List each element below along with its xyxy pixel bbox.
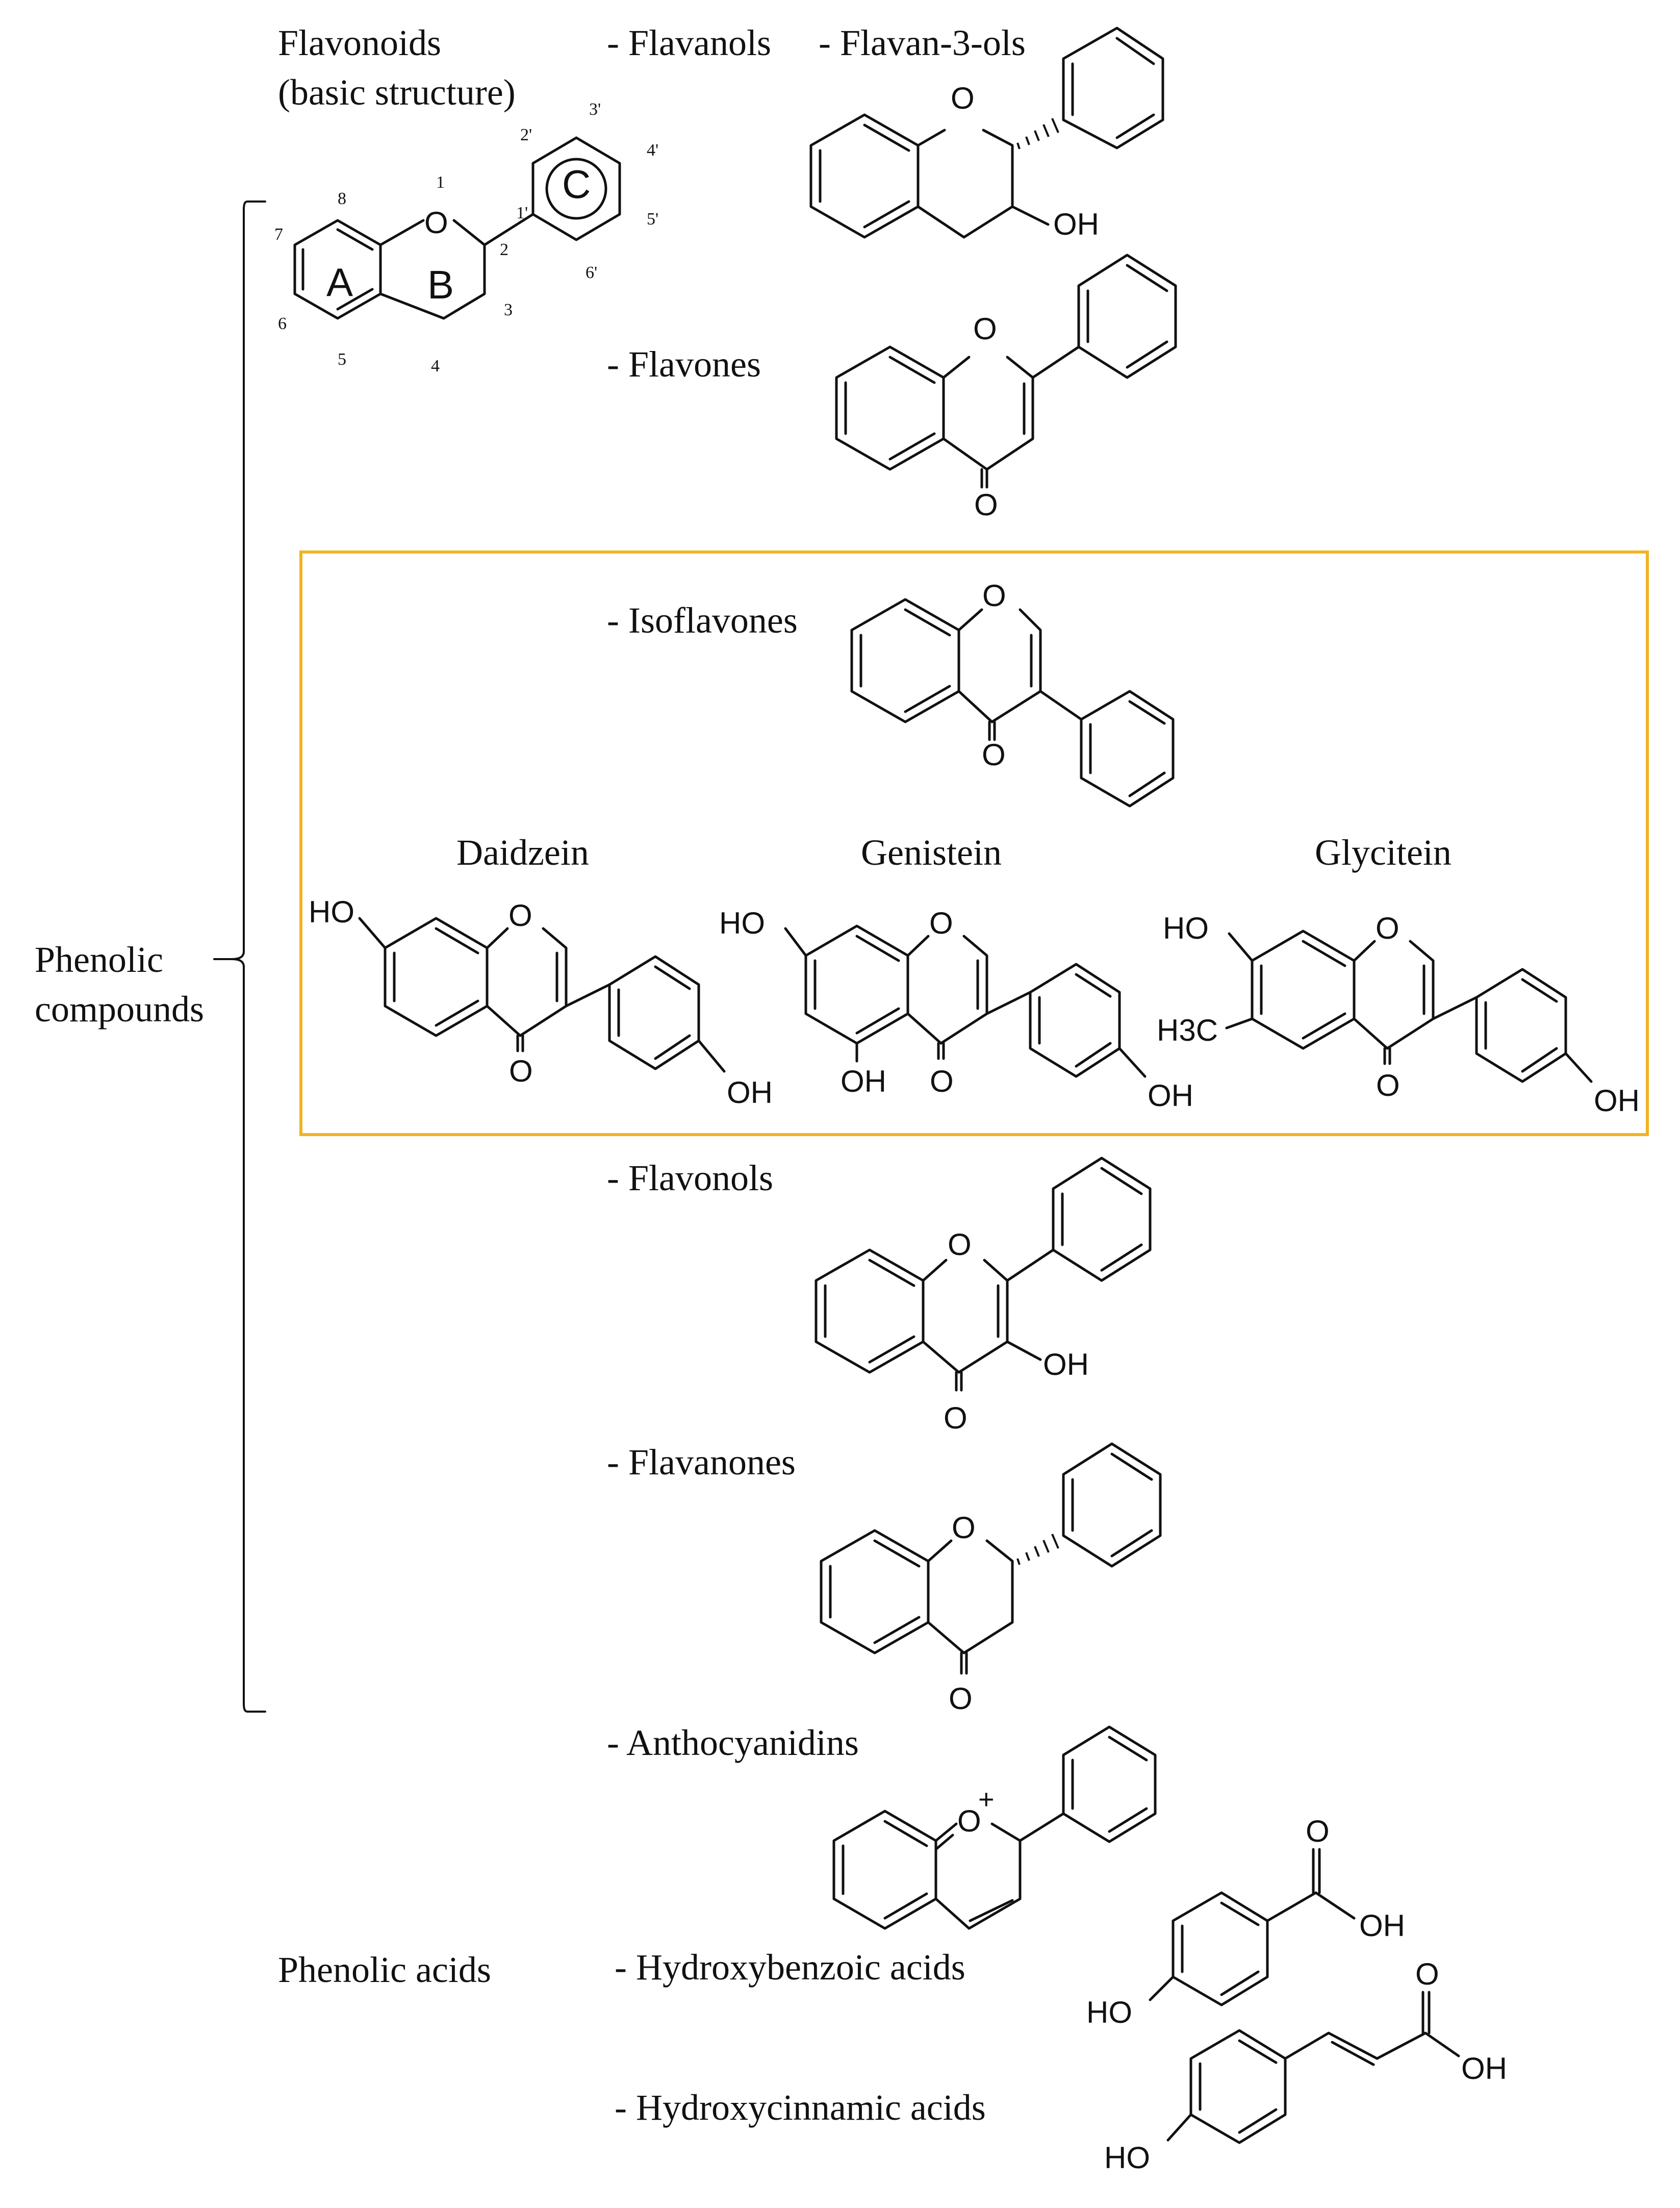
class-label-isoflavones: - Isoflavones [607, 600, 798, 641]
atom-OH: OH [1148, 1078, 1193, 1113]
position-number-6-prime: 6' [586, 263, 597, 282]
phenolic-compounds-label-line1: Phenolic [35, 939, 163, 980]
flavonoids-title: Flavonoids [278, 22, 441, 63]
ring-label-a: A [326, 260, 353, 305]
structure-flavanone: O O [820, 1442, 1162, 1716]
position-number-2-prime: 2' [520, 126, 532, 144]
structure-daidzein: HO O O OH [309, 895, 773, 1110]
atom-HO: HO [1086, 1995, 1132, 2029]
basic-structure-subtitle: (basic structure) [278, 72, 516, 113]
position-number-7: 7 [274, 225, 283, 244]
position-number-3: 3 [504, 300, 513, 319]
atom-HO: HO [309, 895, 354, 929]
atom-O: O [949, 1682, 973, 1716]
structure-flavone: O O [835, 254, 1177, 522]
position-number-3-prime: 3' [589, 100, 601, 119]
atom-O: O [929, 906, 953, 940]
structure-hydroxycinnamic-acid: HO O OH [1104, 1957, 1507, 2175]
compound-name-glycitein: Glycitein [1315, 832, 1452, 873]
class-label-flavanols: - Flavanols [607, 22, 771, 63]
atom-O: O [1415, 1957, 1439, 1991]
structure-flavonoid-basic: O A B C 1 2 3 4 5 6 7 8 1' 2' 3' 4' 5' 6… [274, 100, 658, 375]
atom-OH: OH [1594, 1084, 1640, 1118]
atom-HO: HO [1104, 2141, 1150, 2175]
atom-O: O [974, 488, 998, 522]
atom-plus-charge: + [978, 1784, 995, 1815]
phenolic-acids-label: Phenolic acids [278, 1949, 491, 1990]
class-label-flavanones: - Flavanones [607, 1442, 796, 1483]
ring-label-c: C [562, 162, 591, 207]
structure-anthocyanidin: O + [832, 1725, 1157, 1930]
position-number-2: 2 [500, 240, 508, 259]
position-number-8: 8 [338, 189, 346, 208]
atom-H3C: H3C [1157, 1013, 1218, 1047]
ring-label-b: B [427, 262, 454, 307]
atom-O: O [1376, 1068, 1400, 1102]
atom-O: O [508, 898, 532, 933]
atom-O: O [952, 1511, 976, 1545]
structure-genistein: HO O OH O OH [719, 906, 1193, 1113]
atom-O: O [973, 312, 997, 346]
atom-O: O [944, 1401, 968, 1435]
structure-isoflavone: O O [850, 579, 1175, 808]
atom-O: O [948, 1227, 972, 1262]
atom-HO: HO [1163, 911, 1209, 945]
position-number-5: 5 [338, 350, 346, 369]
atom-OH: OH [1359, 1909, 1405, 1943]
structure-glycitein: HO H3C O O OH [1157, 911, 1640, 1118]
position-number-4: 4 [431, 357, 440, 375]
structure-hydroxybenzoic-acid: HO O OH [1086, 1814, 1405, 2029]
atom-O: O [1376, 911, 1399, 945]
atom-HO: HO [719, 906, 765, 940]
class-label-hydroxybenzoic-acids: - Hydroxybenzoic acids [615, 1947, 965, 1988]
atom-O: O [509, 1054, 533, 1088]
class-label-anthocyanidins: - Anthocyanidins [607, 1722, 859, 1763]
class-label-flavones: - Flavones [607, 344, 761, 385]
phenolic-compounds-label-line2: compounds [35, 989, 204, 1030]
atom-O: O [424, 206, 448, 240]
class-label-flavan-3-ols: - Flavan-3-ols [819, 22, 1026, 63]
class-label-hydroxycinnamic-acids: - Hydroxycinnamic acids [615, 2087, 986, 2128]
atom-O: O [930, 1064, 954, 1098]
phenolic-compounds-brace [213, 200, 266, 1713]
atom-OH: OH [1053, 207, 1099, 241]
atom-O-plus: O [957, 1804, 981, 1838]
atom-O: O [951, 81, 975, 115]
atom-OH: OH [1461, 2051, 1507, 2086]
class-label-flavonols: - Flavonols [607, 1158, 773, 1198]
atom-O: O [1306, 1814, 1330, 1848]
atom-O: O [982, 579, 1006, 613]
structure-flavan-3-ol: O OH [809, 27, 1164, 241]
position-number-1: 1 [436, 173, 445, 192]
structure-flavonol: O O OH [814, 1157, 1152, 1435]
position-number-1-prime: 1' [516, 204, 528, 222]
isoflavones-highlight-box [299, 550, 1649, 1136]
compound-name-daidzein: Daidzein [456, 832, 589, 873]
atom-OH: OH [841, 1064, 886, 1098]
position-number-6: 6 [278, 314, 287, 333]
atom-OH: OH [1043, 1347, 1089, 1382]
compound-name-genistein: Genistein [861, 832, 1002, 873]
position-number-5-prime: 5' [647, 210, 658, 229]
atom-OH: OH [727, 1075, 773, 1110]
position-number-4-prime: 4' [647, 141, 658, 160]
atom-O: O [982, 738, 1006, 772]
